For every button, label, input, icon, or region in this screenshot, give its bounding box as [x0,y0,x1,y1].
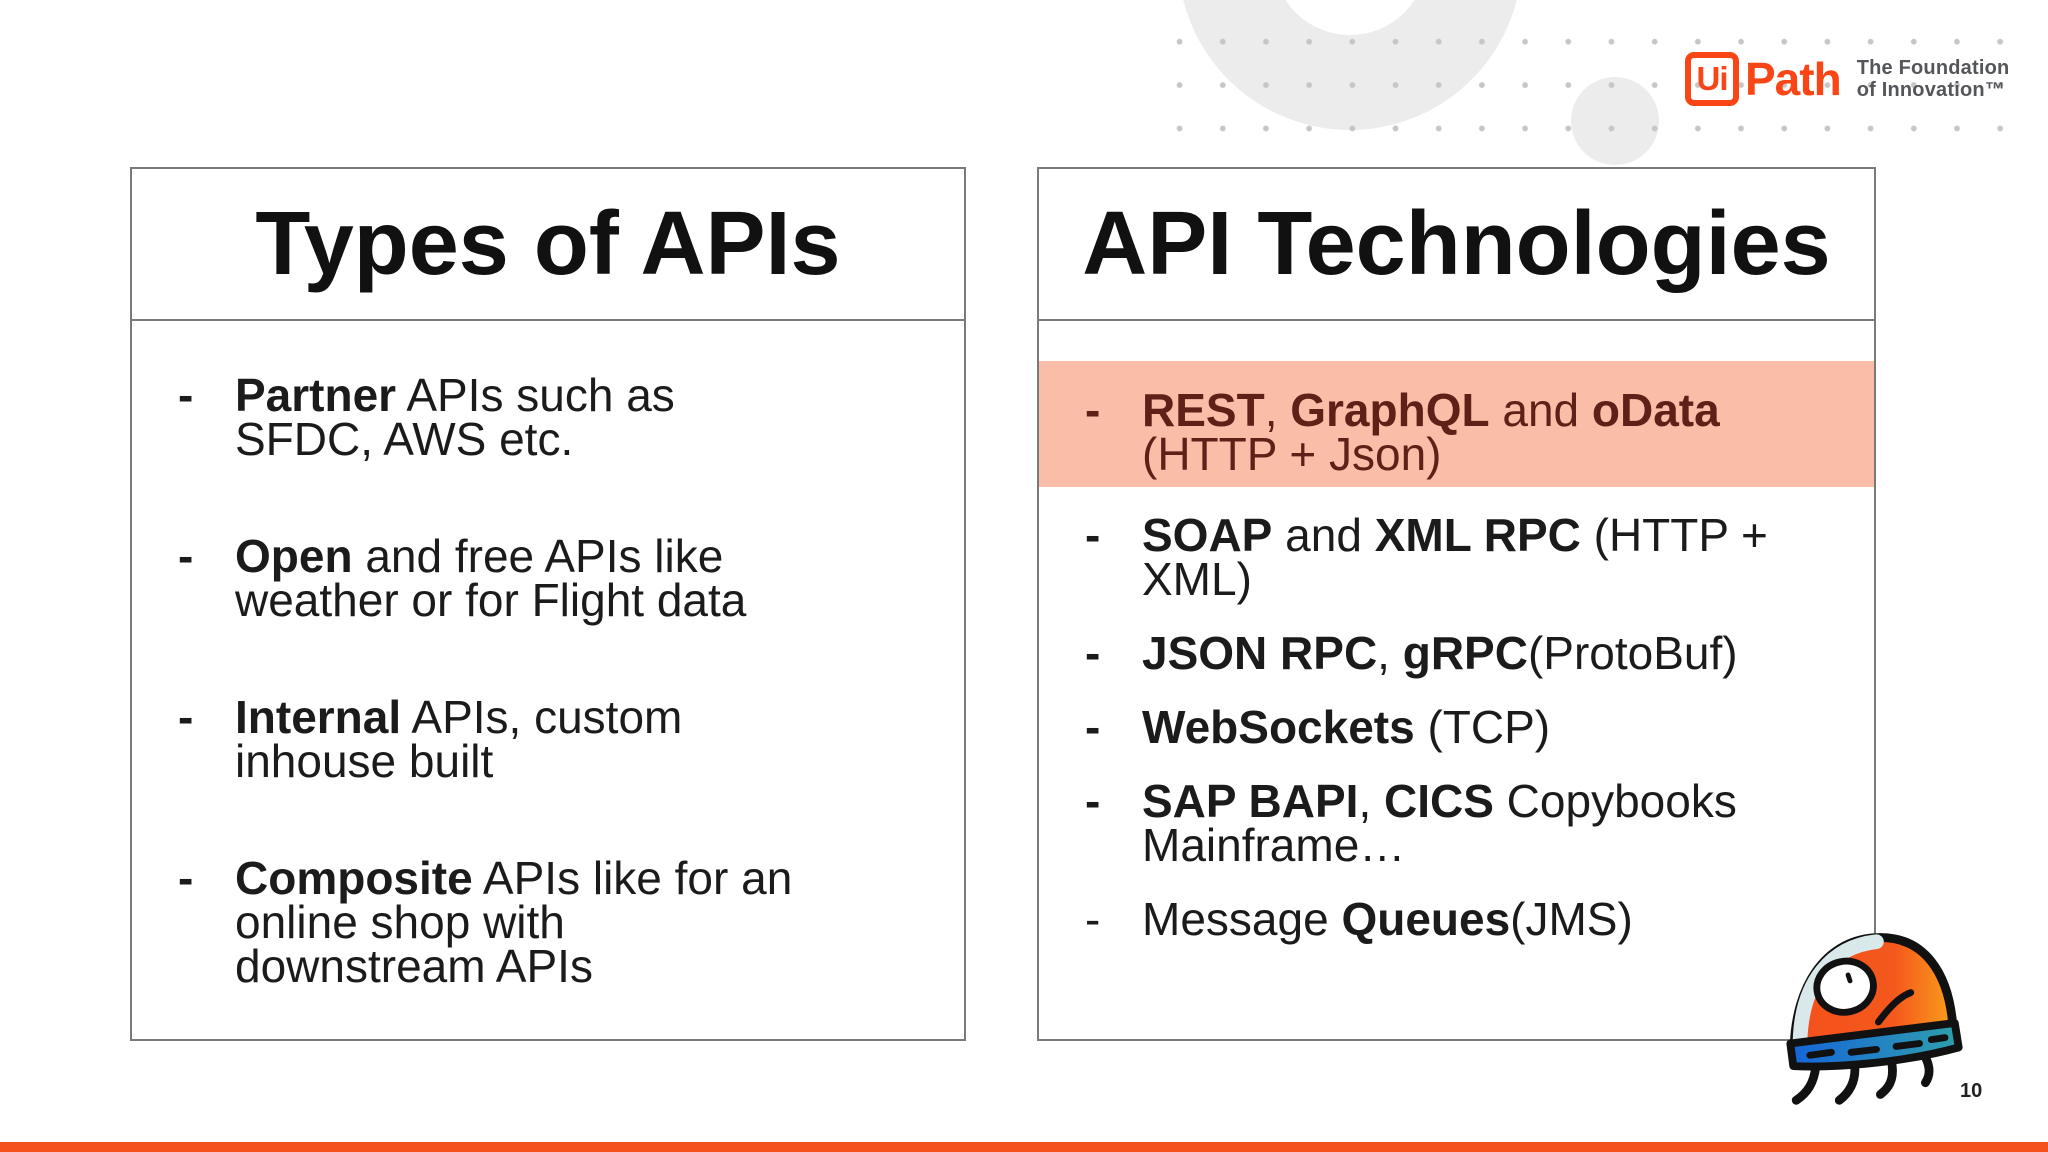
bullet-dash: - [178,852,194,904]
api-technologies-bullet-list: - REST, GraphQL and oData(HTTP + Json) -… [1039,361,1874,945]
types-of-apis-title: Types of APIs [132,169,964,321]
decor-dot-grid [1158,20,2020,146]
bullet-dash: - [178,691,194,743]
bullet-dash: - [1085,701,1101,753]
uipath-logo-wordmark: Path [1745,53,1842,105]
bullet-text: SOAP and XML RPC (HTTP +XML) [1142,509,1768,605]
bullet-dash: - [178,369,194,421]
bullet-dash: - [1085,775,1101,827]
uipath-logo-icon: Ui [1685,52,1739,106]
footer-accent-bar [0,1142,2048,1152]
bullet-text: REST, GraphQL and oData(HTTP + Json) [1142,384,1720,480]
bullet-text: Message Queues(JMS) [1142,893,1633,945]
api-technologies-card: API Technologies - REST, GraphQL and oDa… [1037,167,1876,1041]
bullet-soap-xmlrpc: - SOAP and XML RPC (HTTP +XML) [1039,509,1874,605]
bullet-websockets: - WebSockets (TCP) [1039,701,1874,753]
uipath-logo: Ui Path The Foundation of Innovation™ [1685,52,2009,106]
api-technologies-body: - REST, GraphQL and oData(HTTP + Json) -… [1039,361,1874,945]
api-technologies-title: API Technologies [1039,169,1874,321]
page-number: 10 [1960,1080,1983,1102]
uipath-logo-ui-text: Ui [1696,60,1729,97]
bullet-dash: - [1085,893,1101,945]
bullet-dash: - [178,530,194,582]
logo-tagline: The Foundation of Innovation™ [1857,57,2010,102]
bullet-message-queues: - Message Queues(JMS) [1039,893,1874,945]
bullet-text: JSON RPC, gRPC(ProtoBuf) [1142,627,1738,679]
bullet-text: WebSockets (TCP) [1142,701,1551,753]
bullet-dash: - [1085,384,1101,436]
logo-tagline-line2: of Innovation™ [1856,79,2006,101]
bullet-dash: - [1085,509,1101,561]
mascot-bug-icon [1786,933,1963,1105]
bullet-dash: - [1085,627,1101,679]
bullet-rest-graphql-odata-highlighted: - REST, GraphQL and oData(HTTP + Json) [1039,361,1874,487]
logo-tagline-line1: The Foundation [1856,56,2010,79]
bullet-jsonrpc-grpc: - JSON RPC, gRPC(ProtoBuf) [1039,627,1874,679]
